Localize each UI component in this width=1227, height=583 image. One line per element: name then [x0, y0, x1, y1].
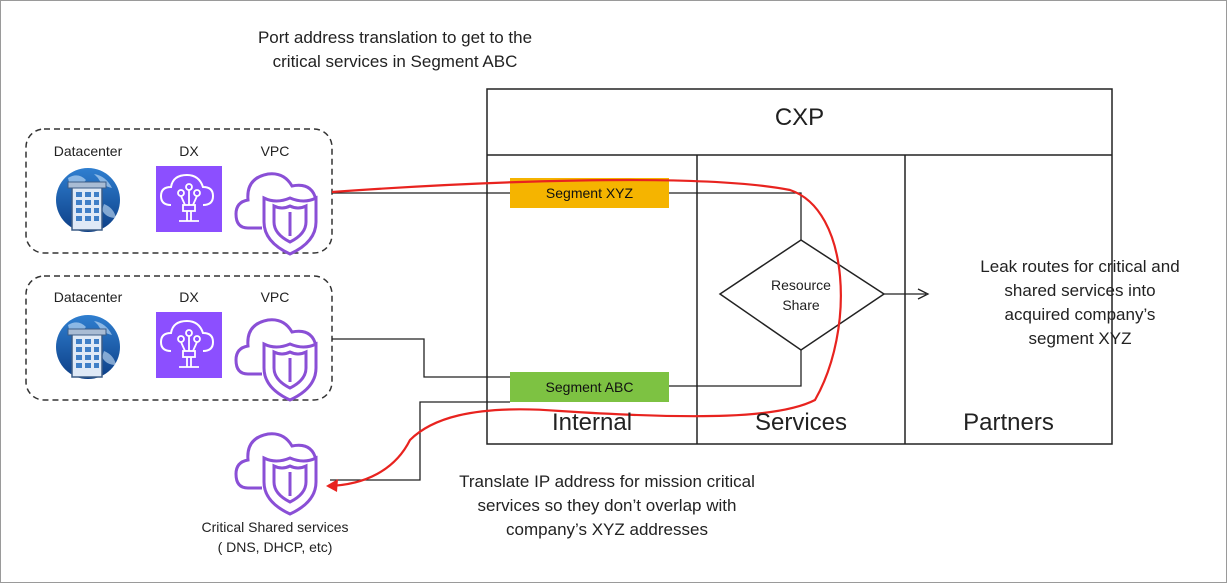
site-1-vpc-label: VPC	[260, 143, 290, 159]
column-title-partners: Partners	[963, 409, 1054, 436]
segment-xyz-bar	[510, 178, 669, 208]
site-2-vpc-label: VPC	[260, 289, 290, 305]
note-line: Port address translation to get to the	[257, 28, 533, 47]
shared-services-caption: Critical Shared services ( DNS, DHCP, et…	[165, 517, 385, 557]
translate-ip-note: Translate IP address for mission critica…	[412, 470, 802, 542]
note-line: company’s XYZ addresses	[506, 520, 708, 539]
port-translation-note: Port address translation to get to the c…	[200, 26, 590, 74]
segment-xyz-label: Segment XYZ	[545, 185, 634, 201]
shared-services-line: Critical Shared services	[201, 519, 349, 535]
site-1-datacenter-label: Datacenter	[53, 143, 123, 159]
resource-share-line: Share	[782, 297, 820, 313]
shared-services-vpc-icon	[234, 432, 318, 516]
site-2-datacenter-label: Datacenter	[53, 289, 123, 305]
note-line: services so they don’t overlap with	[477, 496, 737, 515]
route-arrowhead	[326, 479, 338, 492]
direct-connect-icon	[155, 311, 223, 379]
note-line: segment XYZ	[1028, 329, 1132, 348]
segment-abc-label: Segment ABC	[545, 379, 634, 395]
connector-lines	[330, 192, 930, 481]
resource-share-label: Resource Share	[741, 275, 861, 315]
note-line: critical services in Segment ABC	[272, 52, 518, 71]
resource-share-line: Resource	[771, 277, 831, 293]
site-2-dx-label: DX	[179, 289, 199, 305]
site-1-dx-label: DX	[179, 143, 199, 159]
vpc-cloud-shield-icon	[234, 318, 318, 402]
translation-route-path	[327, 178, 842, 488]
site-box-2	[25, 275, 333, 401]
resource-share-diamond	[718, 239, 886, 351]
note-line: Translate IP address for mission critica…	[459, 472, 755, 491]
cxp-title: CXP	[774, 104, 825, 131]
datacenter-globe-icon	[55, 314, 121, 380]
direct-connect-icon	[155, 165, 223, 233]
leak-routes-note: Leak routes for critical and shared serv…	[945, 255, 1215, 351]
column-title-services: Services	[754, 409, 848, 436]
datacenter-globe-icon	[55, 167, 121, 233]
segment-abc-bar	[510, 372, 669, 402]
shared-services-line: ( DNS, DHCP, etc)	[217, 539, 333, 555]
cxp-box	[486, 88, 1113, 445]
column-title-internal: Internal	[551, 409, 633, 436]
vpc-cloud-shield-icon	[234, 172, 318, 256]
note-line: acquired company’s	[1004, 305, 1156, 324]
note-line: shared services into	[1004, 281, 1156, 300]
note-line: Leak routes for critical and	[980, 257, 1180, 276]
